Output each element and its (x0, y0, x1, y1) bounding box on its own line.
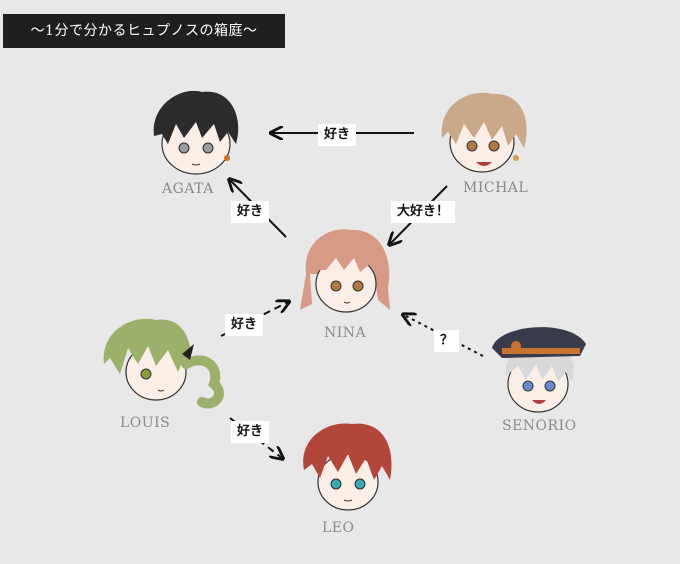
label-michal-to-agata: 好き (318, 124, 357, 146)
label-nina-to-agata: 好き (231, 201, 270, 223)
nina-name: NINA (324, 325, 367, 341)
agata-name: AGATA (162, 181, 214, 197)
arrow-louis-to-leo (229, 417, 282, 458)
louis-name: LOUIS (120, 415, 171, 431)
senorio-name: SENORIO (502, 418, 577, 434)
louis-portrait (103, 318, 224, 409)
label-michal-to-nina: 大好き！ (391, 201, 456, 223)
page-title: 〜1分で分かるヒュプノスの箱庭〜 (3, 14, 285, 48)
agata-portrait (153, 90, 239, 175)
senorio-portrait (492, 327, 586, 413)
leo-name: LEO (322, 520, 355, 536)
leo-portrait (303, 423, 392, 511)
label-senorio-to-nina: ？ (434, 330, 460, 352)
michal-name: MICHAL (463, 180, 529, 196)
label-louis-to-nina: 好き (225, 314, 264, 336)
michal-portrait (441, 92, 527, 173)
nina-portrait (300, 229, 390, 313)
label-louis-to-leo: 好き (231, 421, 270, 443)
